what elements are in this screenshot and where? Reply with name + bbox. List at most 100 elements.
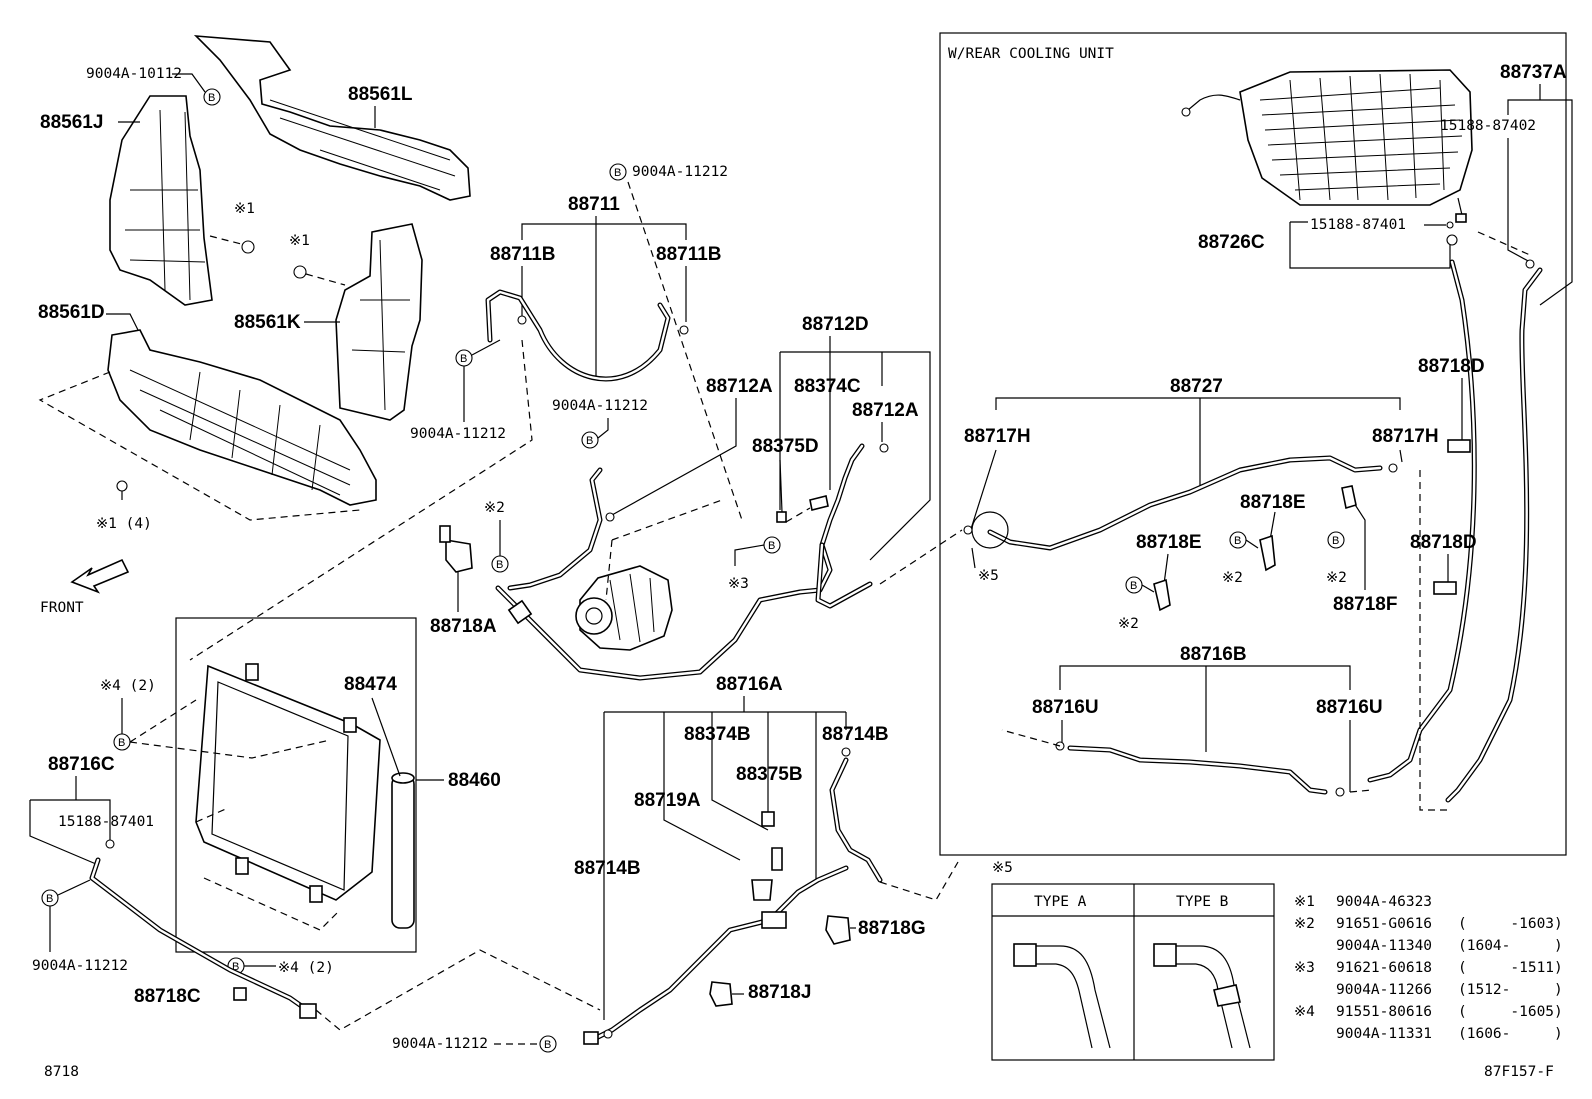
label-88711: 88711 bbox=[568, 194, 620, 215]
label-88375B: 88375B bbox=[736, 764, 803, 785]
label-88717H-right: 88717H bbox=[1372, 426, 1439, 447]
label-88716U-right: 88716U bbox=[1316, 697, 1383, 718]
note-3-part: 9004A-11340 bbox=[1336, 938, 1432, 954]
mark-1-4: ※1 (4) bbox=[96, 516, 152, 532]
label-88718A: 88718A bbox=[430, 616, 497, 637]
receiver-dryer-88474 bbox=[391, 772, 415, 929]
note-4-mark: ※3 bbox=[1294, 960, 1315, 976]
svg-text:B: B bbox=[232, 961, 239, 973]
bolt-b-top: B bbox=[609, 163, 627, 181]
svg-text:B: B bbox=[46, 893, 53, 905]
bolt-b-hose: B bbox=[581, 431, 599, 449]
label-9004A-11212-bottom: 9004A-11212 bbox=[392, 1036, 488, 1052]
rear-cooling-unit-drawing bbox=[1181, 69, 1473, 223]
bolt-b-3: B bbox=[763, 536, 781, 554]
bolt-b-rear-3: B bbox=[1327, 531, 1345, 549]
note-5-part: 9004A-11266 bbox=[1336, 982, 1432, 998]
note-6-mark: ※4 bbox=[1294, 1004, 1315, 1020]
front-arrow-icon bbox=[70, 558, 130, 594]
clip-1-b bbox=[293, 265, 307, 279]
bolt-b-4-top: B bbox=[113, 733, 131, 751]
label-88712D: 88712D bbox=[802, 314, 869, 335]
label-88716U-left: 88716U bbox=[1032, 697, 1099, 718]
label-15188-87402: 15188-87402 bbox=[1440, 118, 1536, 134]
note-2-part: 91651-G0616 bbox=[1336, 916, 1432, 932]
clip-88718C bbox=[233, 987, 247, 1001]
notes-list: ※1 9004A-46323 ※2 91651-G0616 ( -1603) 9… bbox=[1294, 894, 1563, 1042]
bolt-b-88716C: B bbox=[41, 889, 59, 907]
label-88375D: 88375D bbox=[752, 436, 819, 457]
clip-88718G bbox=[825, 915, 851, 945]
label-88374C: 88374C bbox=[794, 376, 861, 397]
label-15188-87401-rear: 15188-87401 bbox=[1310, 217, 1406, 233]
label-88714B-right: 88714B bbox=[822, 724, 889, 745]
label-88561J: 88561J bbox=[40, 112, 103, 133]
clip-88718J bbox=[709, 981, 733, 1007]
label-88716B: 88716B bbox=[1180, 644, 1247, 665]
note-2-mark: ※2 bbox=[1294, 916, 1315, 932]
side-seal-88561K bbox=[335, 223, 423, 421]
note-7-range: (1606- ) bbox=[1458, 1026, 1563, 1042]
mark-4-bottom: ※4 (2) bbox=[278, 960, 334, 976]
label-88718G: 88718G bbox=[858, 918, 926, 939]
label-88561D: 88561D bbox=[38, 302, 105, 323]
label-88374B: 88374B bbox=[684, 724, 751, 745]
label-88716C: 88716C bbox=[48, 754, 115, 775]
mark-2-88718A: ※2 bbox=[484, 500, 505, 516]
label-88714B-left: 88714B bbox=[574, 858, 641, 879]
mark-2-rear-2: ※2 bbox=[1118, 616, 1139, 632]
note-2-range: ( -1603) bbox=[1458, 916, 1563, 932]
svg-text:B: B bbox=[1332, 535, 1339, 547]
svg-text:B: B bbox=[1130, 580, 1137, 592]
type-b-label: TYPE B bbox=[1176, 894, 1229, 910]
figure-id-right: 87F157-F bbox=[1484, 1064, 1554, 1080]
label-88717H-left: 88717H bbox=[964, 426, 1031, 447]
type-a-drawing bbox=[1013, 943, 1111, 1049]
clip-1-a bbox=[241, 240, 255, 254]
mark-5: ※5 bbox=[978, 568, 999, 584]
note-1-part: 9004A-46323 bbox=[1336, 894, 1432, 910]
note-6-range: ( -1605) bbox=[1458, 1004, 1563, 1020]
label-88712A-right: 88712A bbox=[852, 400, 919, 421]
svg-text:B: B bbox=[544, 1039, 551, 1051]
mark-2-rear-3: ※2 bbox=[1326, 570, 1347, 586]
svg-text:B: B bbox=[1234, 535, 1241, 547]
type-box-mark: ※5 bbox=[992, 860, 1013, 876]
label-88711B-left: 88711B bbox=[490, 244, 556, 265]
condenser-88460 bbox=[195, 663, 381, 903]
type-b-drawing bbox=[1153, 943, 1251, 1049]
svg-text:B: B bbox=[460, 353, 467, 365]
type-a-label: TYPE A bbox=[1034, 894, 1087, 910]
front-label: FRONT bbox=[40, 600, 84, 616]
svg-text:B: B bbox=[768, 540, 775, 552]
label-88718E-left: 88718E bbox=[1136, 532, 1202, 553]
note-5-range: (1512- ) bbox=[1458, 982, 1563, 998]
bolt-b-rear-2: B bbox=[1125, 576, 1143, 594]
radiator-upper-seal-88561L bbox=[193, 35, 471, 201]
label-88718F: 88718F bbox=[1333, 594, 1397, 615]
label-88712A-left: 88712A bbox=[706, 376, 773, 397]
compressor bbox=[575, 565, 673, 651]
label-88718C: 88718C bbox=[134, 986, 201, 1007]
clip-1-4 bbox=[116, 480, 128, 492]
label-88737A: 88737A bbox=[1500, 62, 1567, 83]
mark-3: ※3 bbox=[728, 576, 749, 592]
label-88716A: 88716A bbox=[716, 674, 783, 695]
label-88718D-top: 88718D bbox=[1418, 356, 1485, 377]
label-88718J: 88718J bbox=[748, 982, 811, 1003]
label-88726C: 88726C bbox=[1198, 232, 1265, 253]
svg-text:B: B bbox=[208, 92, 215, 104]
label-9004A-11212-hose: 9004A-11212 bbox=[552, 398, 648, 414]
label-9004A-10112: 9004A-10112 bbox=[86, 66, 182, 82]
note-6-part: 91551-80616 bbox=[1336, 1004, 1432, 1020]
mark-4-top: ※4 (2) bbox=[100, 678, 156, 694]
label-88460: 88460 bbox=[448, 770, 501, 791]
mark-2-rear-1: ※2 bbox=[1222, 570, 1243, 586]
label-88727: 88727 bbox=[1170, 376, 1223, 397]
clip-88718D-top bbox=[1447, 439, 1471, 453]
bolt-b-10112: B bbox=[203, 88, 221, 106]
type-box bbox=[991, 883, 1275, 1061]
bolt-b-rear-1: B bbox=[1229, 531, 1247, 549]
lower-seal-88561D bbox=[107, 329, 377, 506]
